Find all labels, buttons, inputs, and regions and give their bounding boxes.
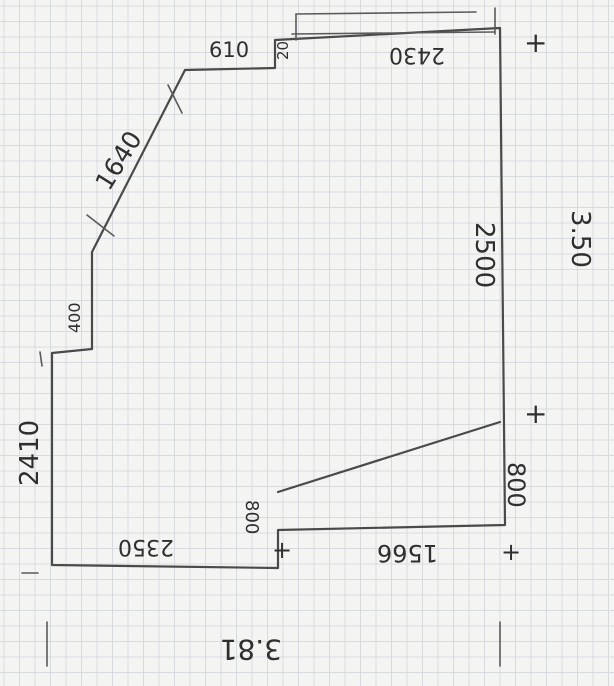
dim-610: 610 [209, 38, 249, 62]
dim-2430: 2430 [389, 42, 445, 67]
dim-20: 20 [274, 41, 292, 60]
plus-mark-bottom-left: + [272, 536, 292, 564]
dim-400: 400 [65, 302, 84, 333]
plus-marks: + + + + [272, 26, 547, 566]
plus-mark-bottom-right: + [501, 538, 521, 566]
total-width: 3.81 [220, 633, 282, 666]
dim-800-right: 800 [502, 462, 530, 508]
room-outline [50, 11, 507, 570]
plus-mark-mid-right: + [524, 397, 547, 430]
dim-2500: 2500 [469, 222, 499, 288]
dim-1566: 1566 [377, 539, 438, 567]
dim-2410: 2410 [15, 420, 45, 486]
dim-800-left: 800 [241, 500, 262, 534]
overall-dimensions: 3.50 3.81 [220, 210, 595, 666]
total-height: 3.50 [565, 210, 595, 268]
dim-2350: 2350 [118, 534, 174, 559]
plus-mark-top-right: + [524, 26, 547, 59]
tick-marks [21, 7, 501, 667]
